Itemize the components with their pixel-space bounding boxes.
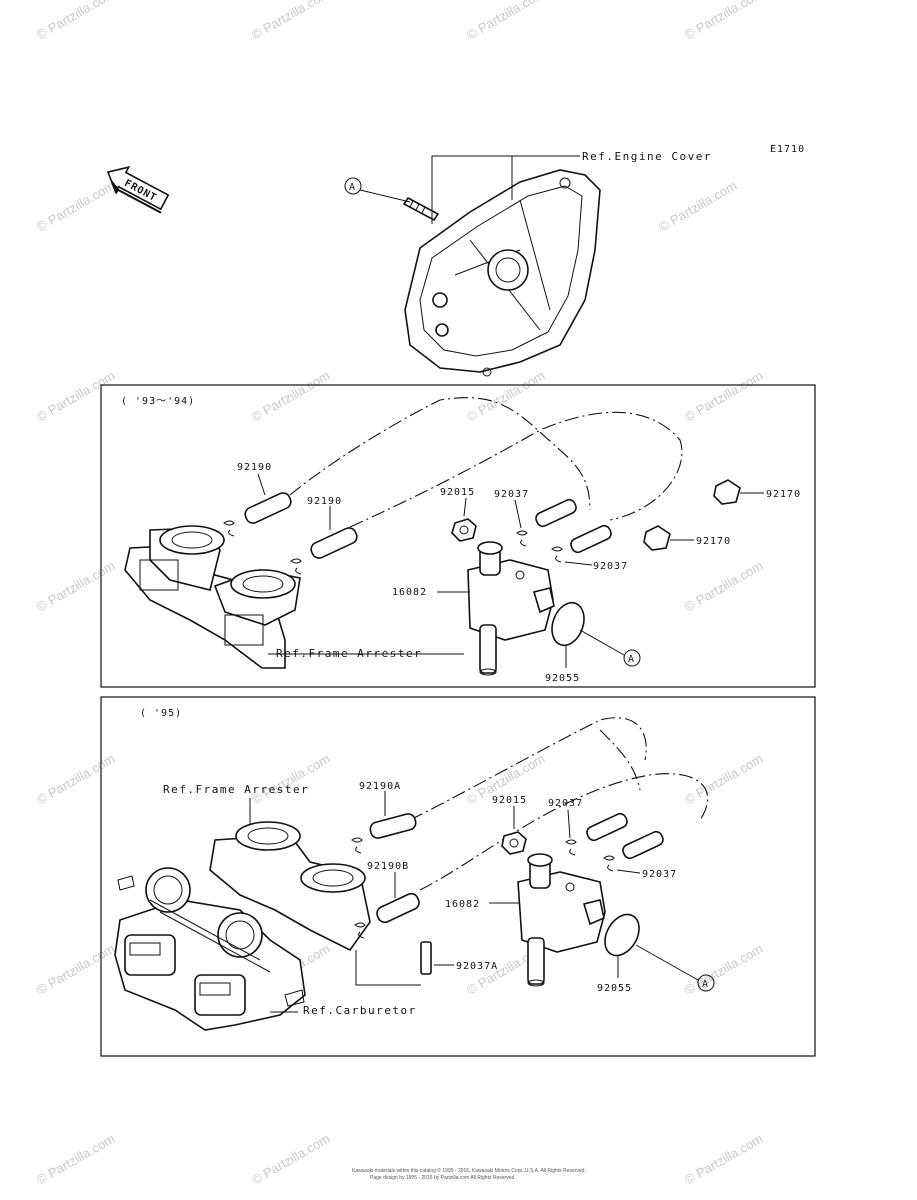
leader-line — [359, 189, 411, 203]
ref-frame-arrester-label-bottom: Ref.Frame Arrester — [163, 783, 309, 796]
part-92015-bottom: 92015 — [492, 795, 527, 806]
callout-a-panel1: A — [628, 654, 635, 665]
callout-a-top: A — [349, 182, 356, 193]
frame-arrester-part — [124, 525, 301, 669]
clip-part — [351, 837, 363, 854]
leader-line — [567, 809, 571, 839]
carburetor-part — [114, 867, 306, 1031]
clip-part — [223, 520, 302, 575]
panel-95 — [100, 696, 816, 1057]
pump-16082-part — [467, 541, 555, 676]
clip-part — [354, 922, 366, 939]
part-92190-b: 92190 — [307, 496, 342, 507]
part-92055-top: 92055 — [545, 673, 580, 684]
leader-line — [257, 473, 266, 496]
callout-a-panel2: A — [702, 979, 709, 990]
clip-92037-part — [516, 530, 528, 547]
hose-route — [419, 773, 709, 891]
watermark: © Partzilla.com — [34, 1131, 117, 1188]
callout-a-circle — [344, 177, 362, 195]
ref-carburetor-label: Ref.Carburetor — [303, 1004, 417, 1017]
watermark: © Partzilla.com — [34, 751, 117, 808]
watermark: © Partzilla.com — [249, 0, 332, 43]
leader-line — [463, 497, 467, 517]
clip-92037-part — [551, 546, 563, 563]
part-92037-bottom-a: 92037 — [548, 798, 583, 809]
watermark: © Partzilla.com — [249, 1131, 332, 1188]
part-92037-bottom-b: 92037 — [642, 869, 677, 880]
watermark: © Partzilla.com — [34, 558, 117, 615]
hose-92190A-part — [369, 813, 417, 839]
leader-line — [616, 869, 641, 874]
o-ring-92055-part — [551, 601, 585, 647]
part-92037-top-b: 92037 — [593, 561, 628, 572]
nut-92015-part — [451, 518, 477, 542]
hose-route — [599, 729, 641, 791]
callout-a-circle — [623, 649, 641, 667]
watermark: © Partzilla.com — [682, 751, 765, 808]
panel-93-94 — [100, 384, 816, 688]
clamp-92170-part — [713, 479, 741, 505]
watermark: © Partzilla.com — [34, 0, 117, 43]
part-92170-top-a: 92170 — [766, 489, 801, 500]
leader-line — [635, 944, 699, 981]
hose-part — [586, 812, 628, 842]
watermark: © Partzilla.com — [464, 0, 547, 43]
hose-92190B-part — [376, 892, 420, 924]
frame-arrester-part — [209, 821, 371, 952]
ref-frame-arrester-label-top: Ref.Frame Arrester — [276, 647, 422, 660]
nut-92015-part — [501, 831, 527, 855]
hose-92190-part — [244, 492, 358, 559]
watermark: © Partzilla.com — [682, 368, 765, 425]
leader-line — [514, 499, 522, 529]
leader-line — [355, 950, 421, 986]
ref-engine-cover-label: Ref.Engine Cover — [582, 150, 712, 163]
watermark: © Partzilla.com — [682, 941, 765, 998]
part-92037A: 92037A — [456, 961, 498, 972]
footer-page-design: Page design by 1995 - 2016 by Partzilla.… — [370, 1175, 516, 1181]
panel-93-94-years: ( '93～'94) — [121, 396, 195, 407]
clamp-92170-part — [643, 525, 671, 551]
watermark: © Partzilla.com — [34, 368, 117, 425]
watermark: © Partzilla.com — [249, 751, 332, 808]
watermark: © Partzilla.com — [34, 941, 117, 998]
hose-part — [535, 498, 612, 554]
panel-95-years: ( '95) — [140, 708, 182, 719]
leader-line — [564, 561, 593, 566]
diagram-code: E1710 — [770, 144, 805, 155]
part-92015-top: 92015 — [440, 487, 475, 498]
hose-route — [349, 411, 683, 528]
part-16082-bottom: 16082 — [445, 899, 480, 910]
part-92037-top-a: 92037 — [494, 489, 529, 500]
hose-part — [622, 830, 664, 860]
watermark: © Partzilla.com — [34, 178, 117, 235]
part-92190B: 92190B — [367, 861, 409, 872]
pin-92037A-part — [420, 941, 432, 975]
engine-cover-part — [404, 169, 601, 377]
leader-line — [579, 629, 625, 656]
engine-cover-leader — [431, 155, 580, 224]
hose-route — [409, 717, 647, 821]
pump-16082-part — [517, 853, 606, 987]
part-92170-top-b: 92170 — [696, 536, 731, 547]
stud-part — [402, 196, 440, 222]
clip-92037-part — [603, 855, 615, 872]
watermark: © Partzilla.com — [249, 368, 332, 425]
watermark: © Partzilla.com — [682, 1131, 765, 1188]
callout-a-circle — [697, 974, 715, 992]
hose-route — [289, 397, 591, 511]
part-16082-top: 16082 — [392, 587, 427, 598]
watermark: © Partzilla.com — [464, 368, 547, 425]
watermark: © Partzilla.com — [656, 178, 739, 235]
part-92190-a: 92190 — [237, 462, 272, 473]
watermark: © Partzilla.com — [682, 558, 765, 615]
o-ring-92055-part — [604, 913, 640, 957]
part-92190A: 92190A — [359, 781, 401, 792]
watermark: © Partzilla.com — [682, 0, 765, 43]
part-92055-bottom: 92055 — [597, 983, 632, 994]
clip-92037-part — [565, 839, 577, 856]
footer-copyright: Kawasaki materials within this catalog ©… — [352, 1167, 586, 1174]
